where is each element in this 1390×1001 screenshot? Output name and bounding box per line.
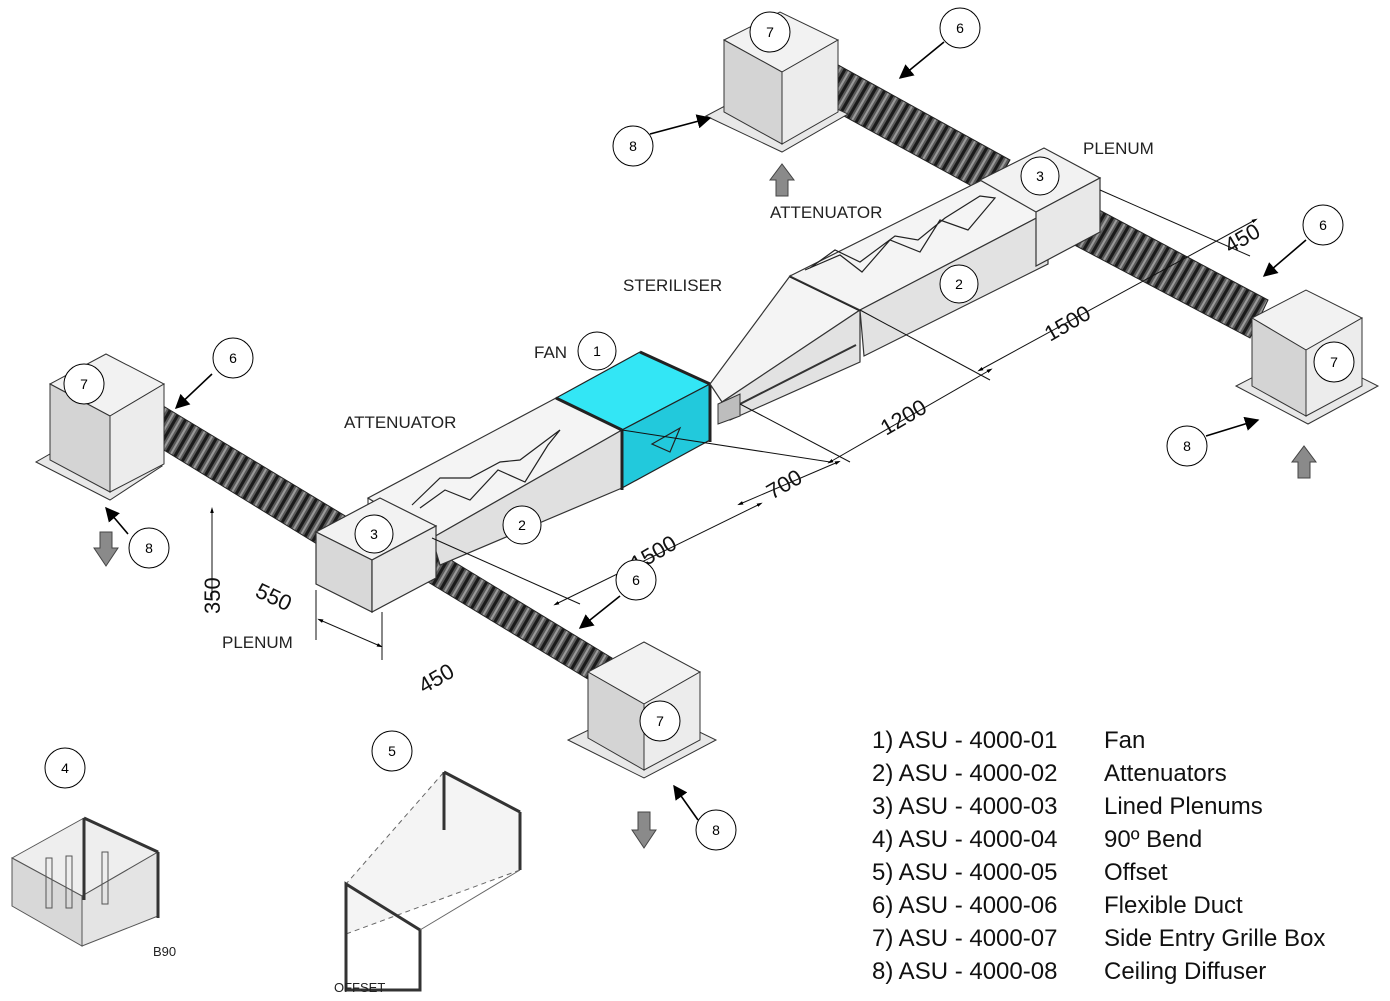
dim-1500-right: 1500 — [1040, 300, 1095, 346]
dim-450-left: 450 — [414, 658, 458, 698]
callout-attenuator-left: 2 — [502, 505, 542, 545]
legend-code: 1) ASU - 4000-01 — [872, 727, 1058, 754]
legend-name: Ceiling Diffuser — [1104, 958, 1267, 985]
legend-code: 8) ASU - 4000-08 — [872, 958, 1058, 985]
legend-code: 7) ASU - 4000-07 — [872, 925, 1058, 952]
airflow-down-arrow-bottom — [631, 811, 657, 849]
legend-row: 3) ASU - 4000-03 Lined Plenums — [872, 790, 1325, 823]
callout-box-right-bottom: 7 — [1313, 341, 1355, 383]
callout-plenum-right: 3 — [1020, 156, 1060, 196]
svg-text:2: 2 — [518, 517, 526, 533]
legend-name: Offset — [1104, 859, 1168, 886]
svg-text:4: 4 — [61, 760, 69, 776]
callout-box-left-bottom: 7 — [639, 700, 681, 742]
legend-code: 3) ASU - 4000-03 — [872, 793, 1058, 820]
legend-name: Attenuators — [1104, 760, 1227, 787]
callout-offset: 5 — [371, 730, 413, 772]
callout-box-left-top: 7 — [63, 363, 105, 405]
legend-row: 6) ASU - 4000-06 Flexible Duct — [872, 889, 1325, 922]
callout-diffuser-left-bottom: 8 — [695, 809, 737, 851]
svg-text:7: 7 — [656, 713, 664, 729]
svg-text:7: 7 — [766, 24, 774, 40]
legend-row: 8) ASU - 4000-08 Ceiling Diffuser — [872, 955, 1325, 988]
callout-fan: 1 — [577, 331, 617, 371]
offset-caption: OFFSET — [334, 980, 385, 995]
dim-450-right: 450 — [1220, 218, 1264, 258]
legend-row: 7) ASU - 4000-07 Side Entry Grille Box — [872, 922, 1325, 955]
legend-name: Flexible Duct — [1104, 892, 1243, 919]
svg-text:7: 7 — [80, 376, 88, 392]
callout-box-right-top: 7 — [749, 11, 791, 53]
dim-1200: 1200 — [876, 394, 931, 440]
svg-text:8: 8 — [145, 540, 153, 556]
svg-text:6: 6 — [956, 20, 964, 36]
svg-text:6: 6 — [1319, 217, 1327, 233]
svg-text:3: 3 — [1036, 168, 1044, 184]
callout-diffuser-left-top: 8 — [128, 527, 170, 569]
svg-text:8: 8 — [629, 138, 637, 154]
legend-name: Lined Plenums — [1104, 793, 1263, 820]
callout-duct-right-top: 6 — [939, 7, 981, 49]
fan-label: FAN — [534, 343, 567, 362]
fan-section — [554, 350, 712, 490]
dim-550: 550 — [252, 578, 296, 616]
legend-code: 6) ASU - 4000-06 — [872, 892, 1058, 919]
svg-text:3: 3 — [370, 526, 378, 542]
callout-duct-right-bottom: 6 — [1302, 204, 1344, 246]
legend-name: Fan — [1104, 727, 1146, 754]
svg-text:5: 5 — [388, 743, 396, 759]
svg-text:6: 6 — [229, 350, 237, 366]
legend-row: 2) ASU - 4000-02 Attenuators — [872, 757, 1325, 790]
parts-legend: 1) ASU - 4000-01 Fan 2) ASU - 4000-02 Atte… — [872, 724, 1325, 988]
bend-caption: B90 — [153, 944, 176, 959]
callout-diffuser-right-bottom: 8 — [1166, 425, 1208, 467]
airflow-down-arrow-left — [93, 531, 119, 567]
callout-diffuser-right-top: 8 — [612, 125, 654, 167]
legend-row: 1) ASU - 4000-01 Fan — [872, 724, 1325, 757]
plenum-label-left: PLENUM — [222, 633, 293, 652]
legend-name: Side Entry Grille Box — [1104, 925, 1326, 952]
callout-duct-left-bottom: 6 — [615, 559, 657, 601]
legend-code: 5) ASU - 4000-05 — [872, 859, 1058, 886]
dim-700: 700 — [762, 464, 806, 504]
callout-duct-left-top: 6 — [212, 337, 254, 379]
plenum-label-right: PLENUM — [1083, 139, 1154, 158]
svg-text:2: 2 — [955, 276, 963, 292]
svg-text:8: 8 — [1183, 438, 1191, 454]
dimension-lines — [210, 189, 1258, 660]
legend-code: 4) ASU - 4000-04 — [872, 826, 1058, 853]
svg-text:1: 1 — [593, 343, 601, 359]
callout-attenuator-right: 2 — [939, 264, 979, 304]
attenuator-label-right: ATTENUATOR — [770, 203, 882, 222]
airflow-up-arrow-right — [1291, 445, 1317, 479]
legend-name: 90º Bend — [1104, 826, 1203, 853]
steriliser-label: STERILISER — [623, 276, 722, 295]
callout-plenum-left: 3 — [354, 514, 394, 554]
svg-text:7: 7 — [1330, 354, 1338, 370]
leader-arrows — [105, 41, 1307, 821]
airflow-up-arrow-top — [769, 163, 795, 197]
svg-text:8: 8 — [712, 822, 720, 838]
grille-box-left-top — [34, 353, 166, 501]
legend-row: 4) ASU - 4000-04 90º Bend — [872, 823, 1325, 856]
legend-row: 5) ASU - 4000-05 Offset — [872, 856, 1325, 889]
legend-code: 2) ASU - 4000-02 — [872, 760, 1058, 787]
dim-350: 350 — [200, 577, 225, 614]
callout-bend: 4 — [44, 747, 86, 789]
svg-text:6: 6 — [632, 572, 640, 588]
offset-illustration — [344, 770, 522, 992]
attenuator-label-left: ATTENUATOR — [344, 413, 456, 432]
bend-90-illustration — [10, 816, 160, 947]
